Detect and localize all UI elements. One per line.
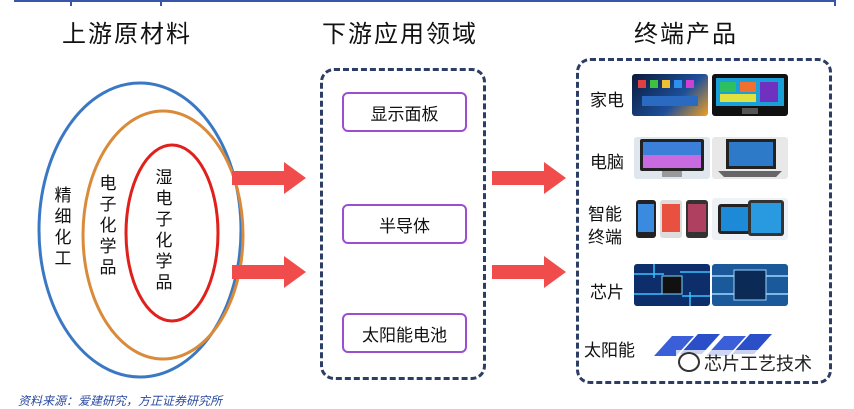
downstream-title: 下游应用领域 — [322, 20, 478, 48]
tv-image — [632, 74, 708, 116]
terminal-title: 终端产品 — [634, 20, 738, 48]
arrow-downstream-to-terminal-1 — [492, 162, 566, 194]
app-solar-cell: 太阳能电池 — [342, 313, 467, 353]
product-solar-label: 太阳能 — [584, 341, 635, 361]
product-home-appliance-label: 家电 — [590, 91, 624, 111]
tablets-image — [712, 198, 788, 240]
fine-chemicals-label: 精细化工 — [54, 186, 72, 269]
smartphones-image — [634, 198, 710, 240]
watermark: 芯片工艺技术 — [676, 350, 814, 376]
all-in-one-pc-image — [634, 137, 710, 179]
terminal-box — [576, 58, 832, 384]
chip-circuit-image — [634, 264, 710, 306]
top-divider-tick — [70, 0, 72, 6]
app-semiconductor: 半导体 — [342, 204, 467, 244]
electronic-chemicals-oval — [81, 109, 245, 361]
wet-electronic-chemicals-oval — [124, 143, 220, 323]
app-display-panel: 显示面板 — [342, 92, 467, 132]
arrow-downstream-to-terminal-2 — [492, 256, 566, 288]
product-smart-terminal-label-line1: 智能 — [588, 205, 622, 225]
product-computer-label: 电脑 — [590, 153, 624, 173]
product-chip-label: 芯片 — [590, 283, 624, 303]
arrow-upstream-to-downstream-2 — [232, 256, 306, 288]
processor-chip-image — [712, 264, 788, 306]
product-smart-terminal-label-line2: 终端 — [588, 228, 622, 248]
monitor-image — [712, 74, 788, 116]
watermark-text: 芯片工艺技术 — [704, 354, 812, 375]
fine-chemicals-oval — [37, 81, 243, 379]
downstream-box — [320, 68, 486, 380]
wet-electronic-chemicals-label: 湿电子化学品 — [155, 168, 173, 293]
laptop-tablet-image — [712, 137, 788, 179]
upstream-title: 上游原材料 — [62, 20, 192, 48]
top-divider-tick — [834, 0, 836, 6]
electronic-chemicals-label: 电子化学品 — [99, 174, 117, 278]
arrow-upstream-to-downstream-1 — [232, 162, 306, 194]
top-divider — [14, 0, 834, 2]
top-divider-tick — [160, 0, 162, 6]
wechat-icon — [678, 352, 700, 372]
